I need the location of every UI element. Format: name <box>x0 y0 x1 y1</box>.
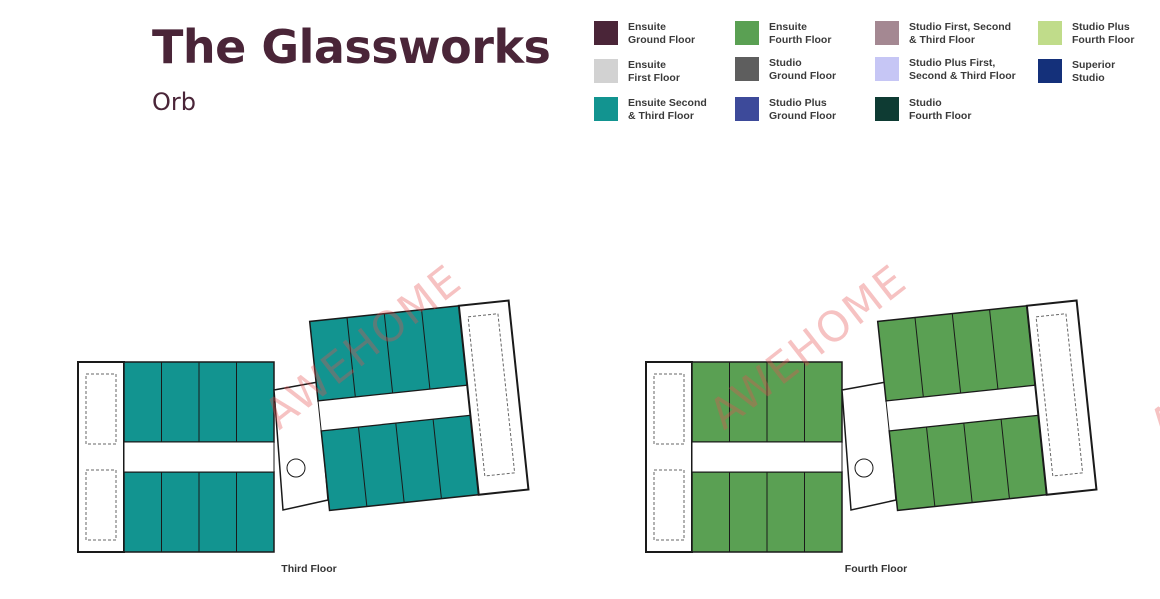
legend-label: Ensuite Second & Third Floor <box>628 97 707 122</box>
lift-shaft <box>653 373 685 445</box>
legend-item-ensuite-ground: Ensuite Ground Floor <box>594 20 734 50</box>
room-divider <box>914 317 924 398</box>
lift-shaft <box>85 469 117 541</box>
stair-core-left <box>645 361 693 553</box>
legend-label: Studio Ground Floor <box>769 57 837 82</box>
legend-label: Ensuite Fourth Floor <box>769 21 832 46</box>
legend-swatch <box>1038 21 1062 45</box>
legend-item-studio-plus-ground: Studio Plus Ground Floor <box>735 96 875 126</box>
right-wing <box>308 299 530 512</box>
legend-swatch <box>735 57 759 81</box>
legend-swatch <box>594 21 618 45</box>
legend-label: Superior Studio <box>1072 59 1116 84</box>
legend-swatch <box>594 59 618 83</box>
legend-item-studio-fourth: Studio Fourth Floor <box>875 96 1015 126</box>
legend-label: Studio First, Second & Third Floor <box>909 21 1012 46</box>
legend-item-studio-plus-fourth: Studio Plus Fourth Floor <box>1038 20 1160 50</box>
floor-plan-third <box>77 299 530 553</box>
legend-swatch <box>875 97 899 121</box>
legend-item-ensuite-fourth: Ensuite Fourth Floor <box>735 20 875 50</box>
legend-swatch <box>875 21 899 45</box>
corridor-left <box>691 441 843 473</box>
legend-label: Studio Plus First, Second & Third Floor <box>909 57 1016 82</box>
right-wing <box>876 299 1098 512</box>
legend-label: Ensuite Ground Floor <box>628 21 696 46</box>
stair-core-left <box>77 361 125 553</box>
legend-item-ensuite-first: Ensuite First Floor <box>594 58 734 88</box>
service-area <box>467 313 516 477</box>
plan-caption-third-floor: Third Floor <box>281 563 337 575</box>
legend-label: Studio Fourth Floor <box>909 97 972 122</box>
room-divider <box>346 317 356 398</box>
legend-item-studio-plus-first-second-third: Studio Plus First, Second & Third Floor <box>875 56 1016 86</box>
room-divider <box>432 419 442 499</box>
legend-label: Studio Plus Fourth Floor <box>1072 21 1135 46</box>
room-type-legend: Ensuite Ground Floor Ensuite First Floor… <box>594 20 1160 130</box>
room-divider <box>951 313 962 394</box>
legend-swatch <box>594 97 618 121</box>
stair-circle <box>286 458 306 478</box>
room-divider <box>1000 419 1010 499</box>
room-divider <box>963 422 973 503</box>
legend-swatch <box>875 57 899 81</box>
corridor-left <box>123 441 275 473</box>
stair-circle <box>854 458 874 478</box>
legend-swatch <box>735 21 759 45</box>
service-area <box>1035 313 1084 477</box>
page-title: The Glassworks <box>152 20 551 74</box>
room-divider <box>925 426 936 507</box>
legend-swatch <box>735 97 759 121</box>
room-divider <box>421 309 431 390</box>
floor-plan-fourth <box>645 299 1098 553</box>
plan-caption-fourth-floor: Fourth Floor <box>844 563 908 575</box>
stair-core-right <box>1025 299 1098 496</box>
stair-core-right <box>457 299 530 496</box>
room-divider <box>989 309 999 390</box>
lift-shaft <box>85 373 117 445</box>
room-divider <box>395 422 405 503</box>
room-divider <box>357 426 368 507</box>
building-subtitle: Orb <box>152 88 196 116</box>
room-divider <box>383 313 394 394</box>
legend-label: Studio Plus Ground Floor <box>769 97 837 122</box>
legend-item-superior-studio: Superior Studio <box>1038 58 1160 88</box>
lift-shaft <box>653 469 685 541</box>
legend-item-ensuite-second-third: Ensuite Second & Third Floor <box>594 96 734 126</box>
legend-label: Ensuite First Floor <box>628 59 680 84</box>
legend-item-studio-ground: Studio Ground Floor <box>735 56 875 86</box>
legend-item-studio-first-second-third: Studio First, Second & Third Floor <box>875 20 1015 50</box>
legend-swatch <box>1038 59 1062 83</box>
